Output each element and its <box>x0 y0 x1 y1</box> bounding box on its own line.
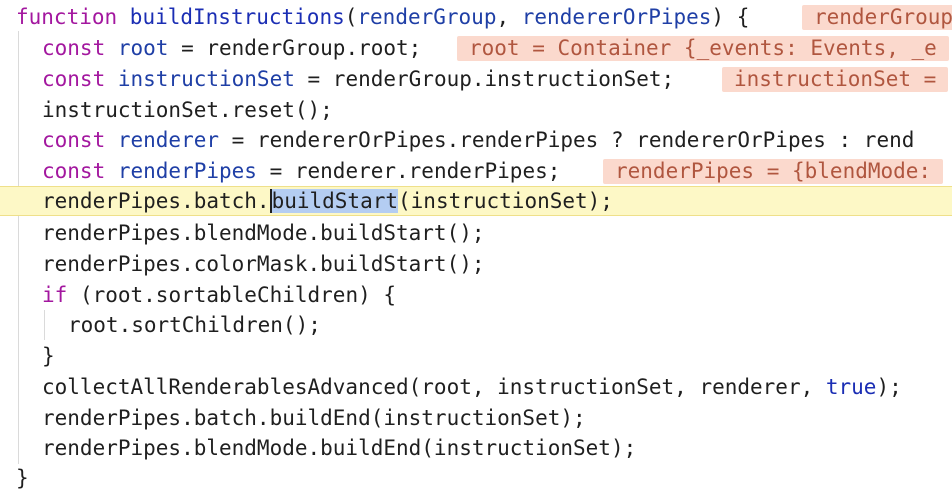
code-token: = renderer.renderPipes; <box>256 159 561 183</box>
code-line[interactable]: } <box>0 463 952 492</box>
code-text[interactable]: function buildInstructions(renderGroup, … <box>16 2 749 32</box>
code-token: const <box>42 128 118 152</box>
code-text[interactable]: const renderer = rendererOrPipes.renderP… <box>42 125 914 155</box>
code-line[interactable]: const renderPipes = renderer.renderPipes… <box>0 156 952 186</box>
code-token: buildInstructions <box>129 5 345 29</box>
code-line[interactable]: renderPipes.blendMode.buildStart(); <box>0 218 952 248</box>
code-token: (root.sortableChildren) { <box>67 283 397 307</box>
code-token: const <box>42 159 118 183</box>
code-token: , <box>496 5 522 29</box>
code-line[interactable]: const root = renderGroup.root; root = Con… <box>0 33 952 63</box>
code-token: (instructionSet); <box>398 189 613 213</box>
code-text[interactable]: root.sortChildren(); <box>68 310 321 340</box>
code-token: = renderGroup.root; <box>168 36 422 60</box>
code-token: collectAllRenderablesAdvanced(root, inst… <box>42 375 826 399</box>
code-token: const <box>42 36 118 60</box>
code-text[interactable]: renderPipes.colorMask.buildStart(); <box>42 249 485 279</box>
code-text[interactable]: const instructionSet = renderGroup.instr… <box>42 64 674 94</box>
code-line[interactable]: function buildInstructions(renderGroup, … <box>0 2 952 32</box>
current-line[interactable]: renderPipes.batch.buildStart(instruction… <box>0 186 952 216</box>
code-line[interactable]: renderPipes.colorMask.buildStart(); <box>0 249 952 279</box>
code-line[interactable]: collectAllRenderablesAdvanced(root, inst… <box>0 372 952 402</box>
code-text[interactable]: renderPipes.batch.buildEnd(instructionSe… <box>42 403 586 433</box>
code-text[interactable]: const root = renderGroup.root; <box>42 33 421 63</box>
code-token: renderGroup <box>357 5 497 29</box>
inline-value-hint: renderPipes = {blendMode: <box>603 159 944 184</box>
code-line[interactable]: const instructionSet = renderGroup.instr… <box>0 64 952 94</box>
inline-value-hint: renderGroup <box>802 5 952 30</box>
code-token: renderPipes.colorMask.buildStart(); <box>42 252 485 276</box>
code-token: renderPipes.blendMode.buildEnd(instructi… <box>42 436 637 460</box>
code-token: ) { <box>711 5 750 29</box>
code-text[interactable]: renderPipes.blendMode.buildStart(); <box>42 218 485 248</box>
code-text[interactable]: } <box>42 341 55 371</box>
code-token: const <box>42 67 118 91</box>
code-token: } <box>42 344 55 368</box>
code-token: = renderGroup.instructionSet; <box>294 67 675 91</box>
code-token: ); <box>876 375 902 399</box>
indent-guide <box>18 31 19 464</box>
code-token: renderPipes <box>117 159 257 183</box>
code-token: instructionSet <box>117 67 295 91</box>
code-token: renderPipes.batch.buildEnd(instructionSe… <box>42 406 586 430</box>
code-line[interactable]: if (root.sortableChildren) { <box>0 280 952 310</box>
code-token: root <box>117 36 169 60</box>
code-line[interactable]: renderPipes.blendMode.buildEnd(instructi… <box>0 433 952 463</box>
code-token: renderPipes.blendMode.buildStart(); <box>42 221 485 245</box>
code-text[interactable]: if (root.sortableChildren) { <box>42 280 396 310</box>
code-text[interactable]: renderPipes.blendMode.buildEnd(instructi… <box>42 433 636 463</box>
code-text[interactable]: } <box>16 463 29 492</box>
code-line[interactable]: instructionSet.reset(); <box>0 95 952 125</box>
indent-guide-nested <box>44 310 45 340</box>
code-token: renderPipes.batch. <box>42 189 270 213</box>
code-text[interactable]: collectAllRenderablesAdvanced(root, inst… <box>42 372 902 402</box>
code-token: = rendererOrPipes.renderPipes ? renderer… <box>219 128 915 152</box>
code-line[interactable]: renderPipes.batch.buildEnd(instructionSe… <box>0 403 952 433</box>
code-text[interactable]: instructionSet.reset(); <box>42 95 333 125</box>
code-text[interactable]: const renderPipes = renderer.renderPipes… <box>42 156 560 186</box>
code-token: renderer <box>117 128 220 152</box>
code-line[interactable]: root.sortChildren(); <box>0 310 952 340</box>
code-token: true <box>825 375 877 399</box>
selected-token: buildStart <box>269 189 399 213</box>
code-token: } <box>16 466 29 490</box>
code-token: instructionSet.reset(); <box>42 98 333 122</box>
code-token: rendererOrPipes <box>521 5 712 29</box>
code-text[interactable]: renderPipes.batch.buildStart(instruction… <box>42 187 613 215</box>
code-token: function <box>16 5 130 29</box>
code-token: ( <box>344 5 358 29</box>
inline-value-hint: instructionSet = <box>722 67 949 92</box>
inline-value-hint: root = Container {_events: Events, _e <box>457 36 949 61</box>
code-token: root.sortChildren(); <box>68 313 321 337</box>
code-line[interactable]: } <box>0 341 952 371</box>
code-token: if <box>42 283 68 307</box>
code-line[interactable]: const renderer = rendererOrPipes.renderP… <box>0 125 952 155</box>
